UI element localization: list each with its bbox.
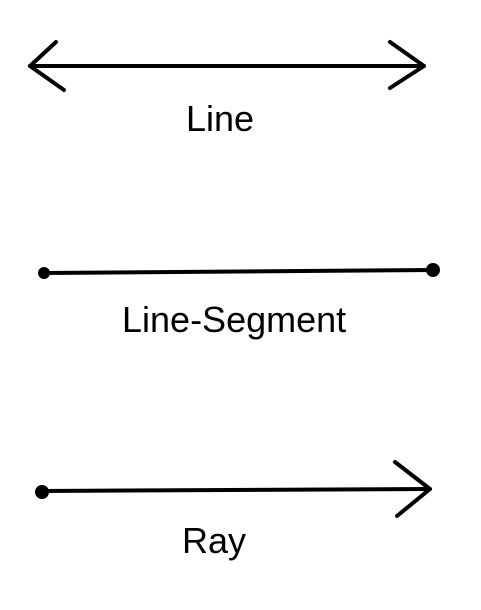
- arrow-left-icon: [28, 40, 66, 92]
- segment-shaft: [42, 268, 435, 275]
- arrow-right-icon: [388, 40, 426, 90]
- arrow-right-icon: [393, 460, 432, 518]
- ray-figure: Ray: [35, 460, 432, 561]
- ray-shaft: [40, 487, 432, 493]
- segment-start-point: [38, 267, 50, 279]
- line-label: Line: [186, 98, 254, 139]
- line-segment-label: Line-Segment: [122, 299, 346, 340]
- segment-end-point: [426, 263, 440, 277]
- ray-start-point: [35, 485, 49, 499]
- line-figure: Line: [28, 40, 426, 139]
- line-segment-figure: Line-Segment: [38, 263, 440, 340]
- ray-label: Ray: [182, 520, 246, 561]
